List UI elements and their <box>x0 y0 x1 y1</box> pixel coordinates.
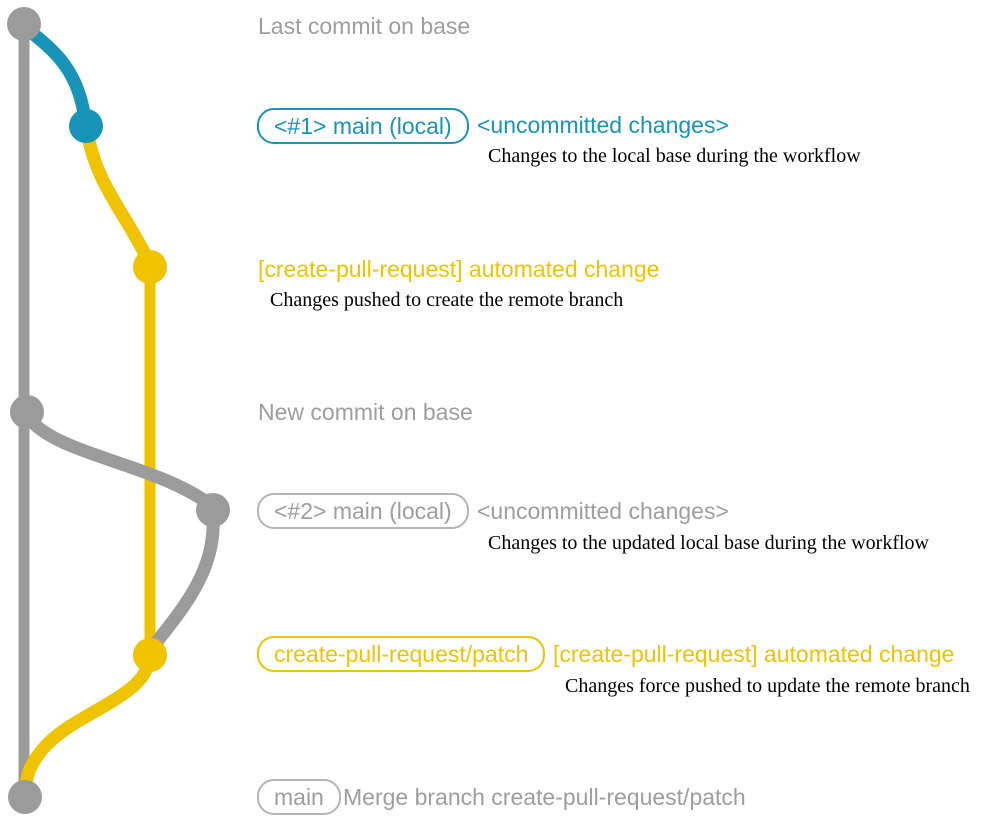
local-changes-curve-1 <box>18 20 92 127</box>
commit-dot-last-base <box>7 7 41 41</box>
uncommitted-changes-label-1: <uncommitted changes> <box>477 112 729 138</box>
uncommitted-changes-desc-2: Changes to the updated local base during… <box>488 532 929 554</box>
merge-curve <box>19 658 155 797</box>
commit-dot-patch-1 <box>133 250 167 284</box>
merge-commit-label: Merge branch create-pull-request/patch <box>343 784 746 810</box>
badge-patch-branch: create-pull-request/patch <box>257 636 546 672</box>
rebase-curve-b <box>145 511 220 655</box>
automated-change-label-2: [create-pull-request] automated change <box>553 641 955 667</box>
badge-main: main <box>257 779 341 815</box>
commit-dot-new-base <box>10 395 44 429</box>
rebase-curve-a <box>20 409 215 510</box>
commit-graph <box>7 7 230 814</box>
uncommitted-changes-desc-1: Changes to the local base during the wor… <box>488 145 861 167</box>
badge-main-local-1: <#1> main (local) <box>257 108 469 144</box>
commit-dot-merge <box>8 780 42 814</box>
badge-main-local-2: <#2> main (local) <box>257 493 469 529</box>
uncommitted-changes-label-2: <uncommitted changes> <box>477 498 729 524</box>
new-commit-label: New commit on base <box>258 399 473 425</box>
create-branch-curve <box>80 124 156 269</box>
automated-change-desc-1: Changes pushed to create the remote bran… <box>270 289 624 311</box>
commit-dot-local-1 <box>69 109 103 143</box>
last-commit-label: Last commit on base <box>258 13 471 39</box>
commit-dot-patch-2 <box>133 638 167 672</box>
commit-dot-local-2 <box>196 493 230 527</box>
automated-change-desc-2: Changes force pushed to update the remot… <box>565 675 970 697</box>
automated-change-label-1: [create-pull-request] automated change <box>258 256 660 282</box>
